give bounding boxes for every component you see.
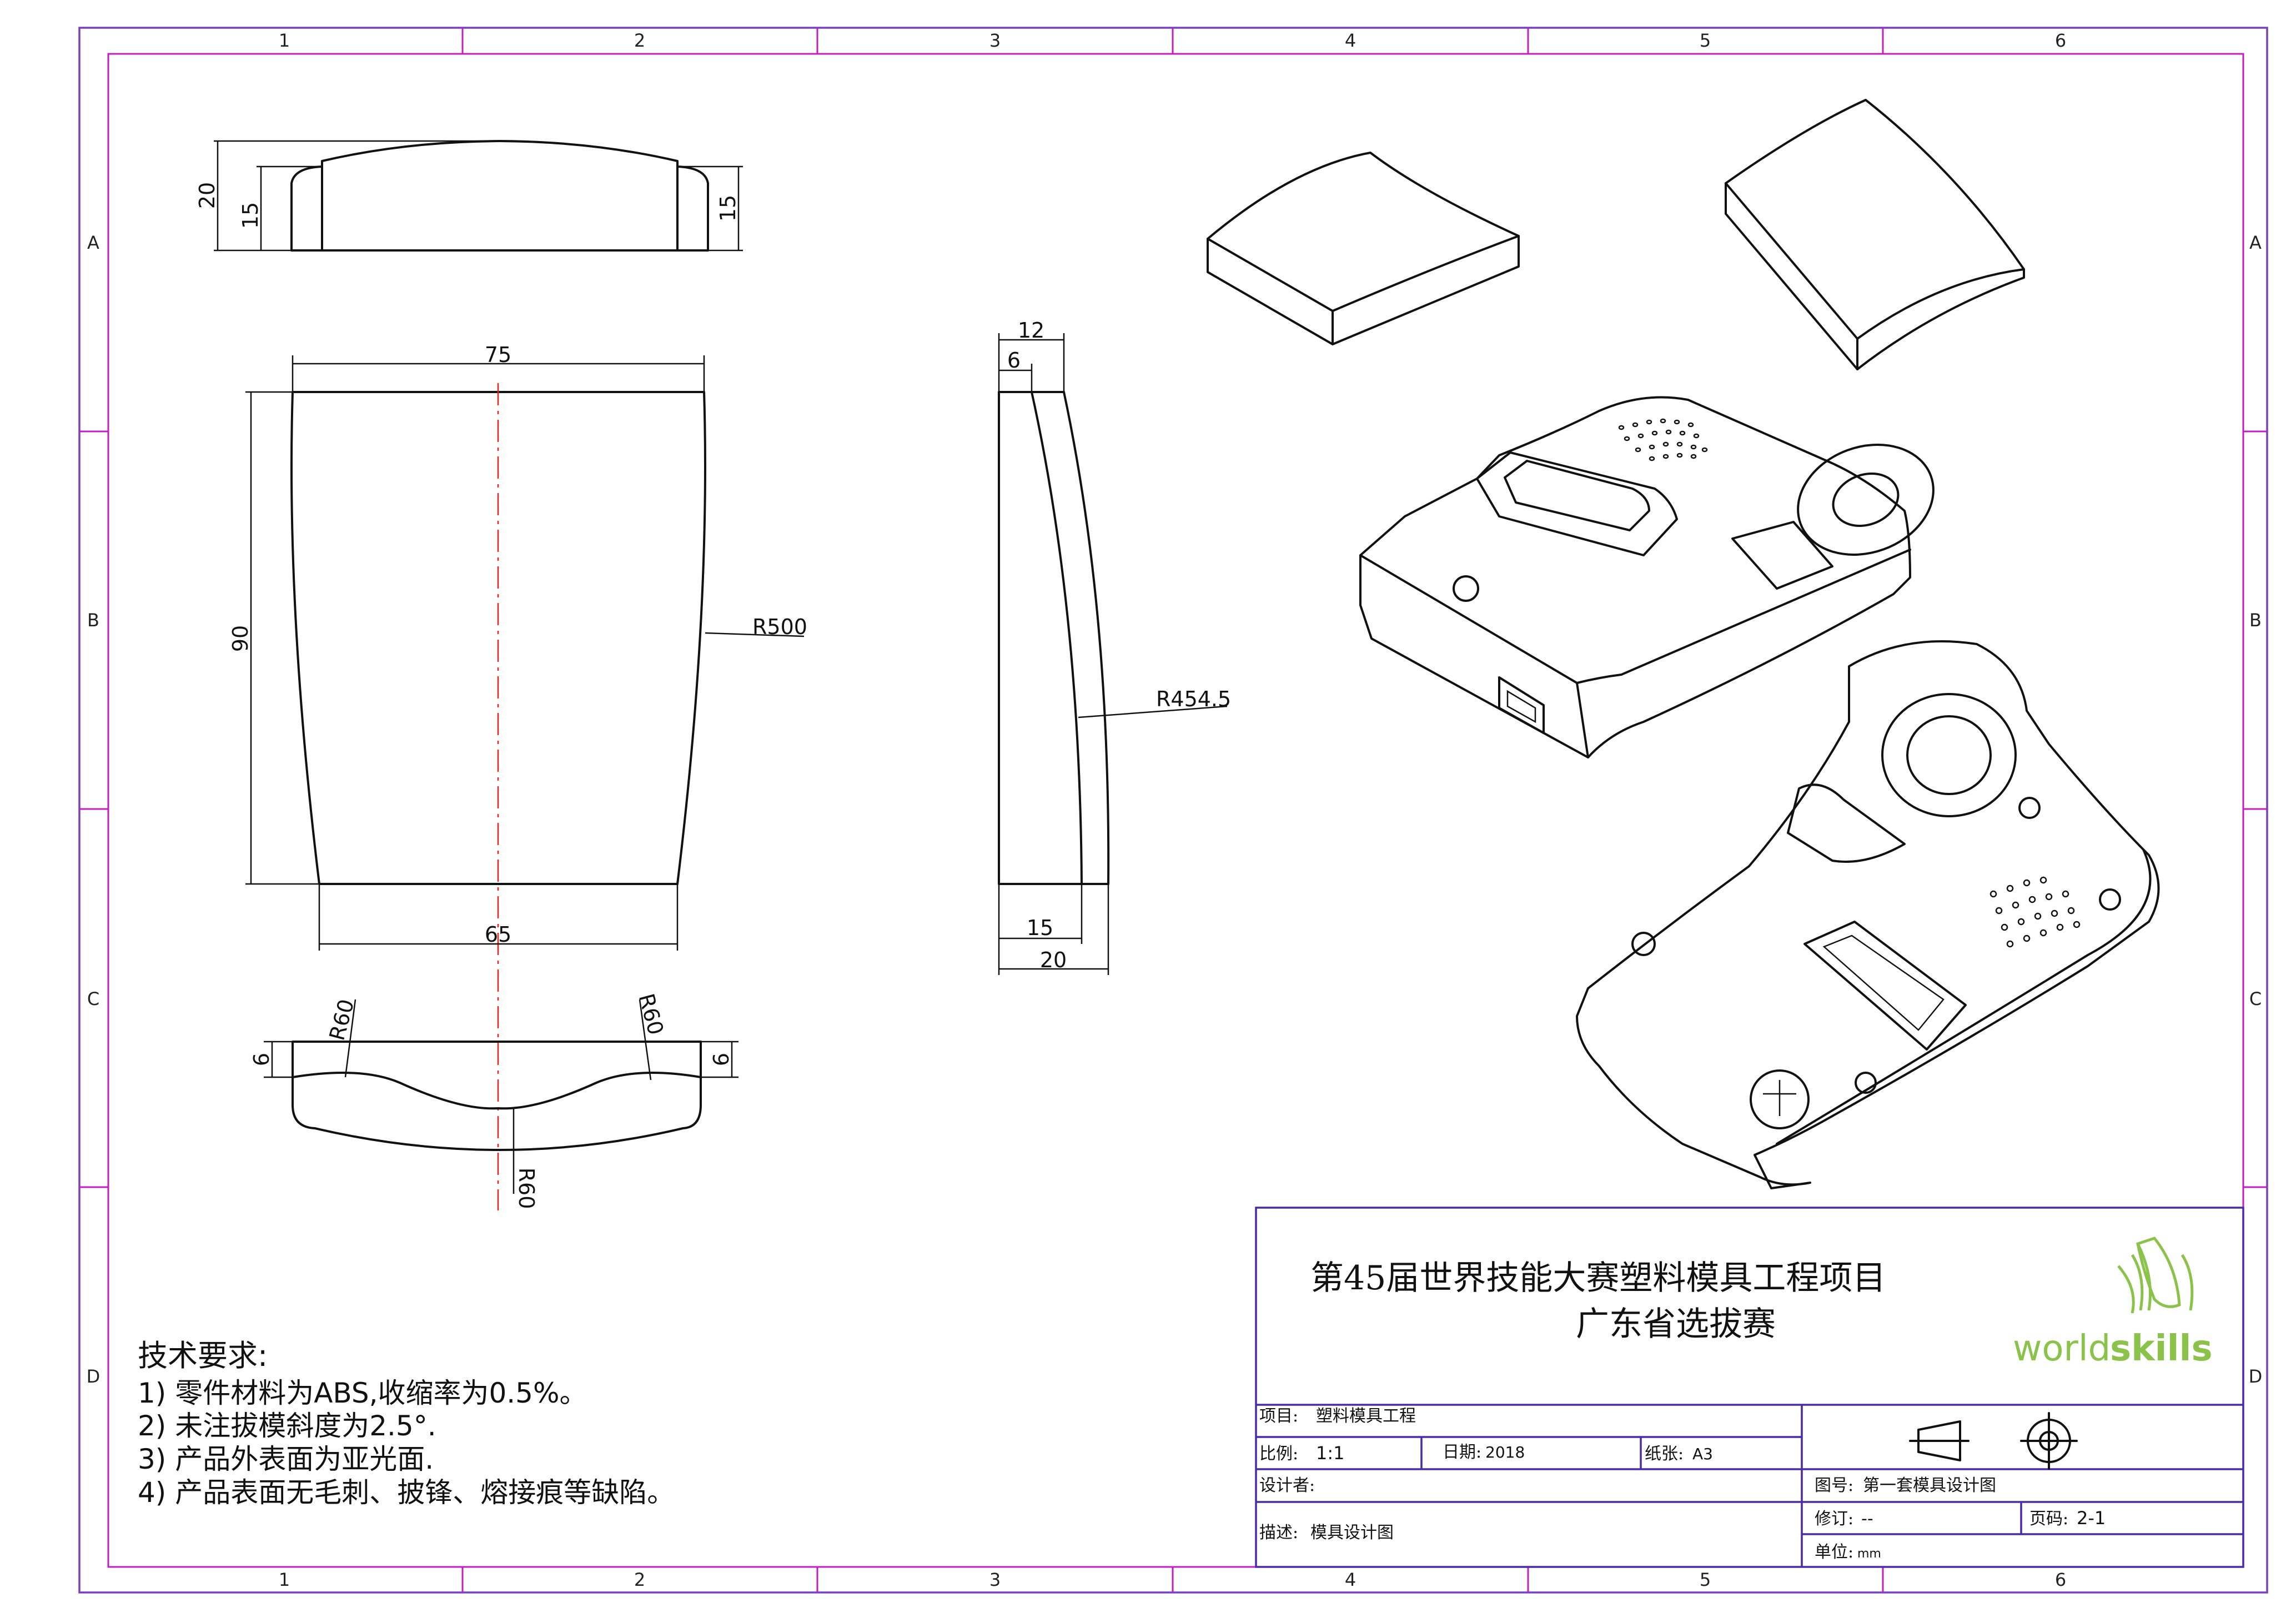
isometric-upper-housing: [1576, 640, 2160, 1189]
title-line-1: 第45届世界技能大赛塑料模具工程项目: [1310, 1259, 1886, 1298]
zone-col-6-top: 6: [2055, 30, 2066, 51]
zone-row-a-left: A: [87, 232, 99, 253]
dim-front-side-radius: R500: [752, 615, 807, 639]
dim-bottom-center-radius: R60: [514, 1168, 539, 1209]
zone-labels: 1 2 3 4 5 6 1 2 3 4 5 6 A B C D A B C D: [87, 30, 2263, 1590]
dim-top-overall-height: 20: [195, 182, 219, 209]
zone-col-2-top: 2: [634, 30, 645, 51]
dim-front-height: 90: [228, 625, 253, 652]
zone-row-d-right: D: [2249, 1366, 2263, 1387]
page-label: 页码:: [2029, 1509, 2068, 1529]
description-value: 模具设计图: [1310, 1523, 1394, 1542]
zone-row-c-left: C: [87, 988, 99, 1009]
dim-bottom-left-edge: 6: [249, 1053, 274, 1066]
drawing-no-label: 图号:: [1815, 1476, 1853, 1495]
dim-top-left-shoulder: 15: [238, 202, 263, 229]
isometric-cover-left: [1207, 152, 1520, 345]
description-label: 描述:: [1259, 1523, 1298, 1542]
designer-label: 设计者:: [1259, 1476, 1315, 1495]
dim-front-bottom-width: 65: [485, 922, 511, 947]
title-block: 第45届世界技能大赛塑料模具工程项目 广东省选拔赛 world skills 项…: [1255, 1207, 2244, 1568]
drawing-no-value: 第一套模具设计图: [1863, 1476, 1996, 1495]
zone-row-b-right: B: [2249, 610, 2262, 631]
project-value: 塑料模具工程: [1316, 1406, 1416, 1426]
project-label: 项目:: [1259, 1406, 1298, 1426]
paper-value: A3: [1692, 1445, 1713, 1463]
unit-label: 单位:: [1815, 1542, 1853, 1562]
dim-bottom-right-edge: 6: [709, 1053, 733, 1066]
scale-label: 比例:: [1259, 1444, 1298, 1464]
side-view: 12 6 R454.5 15 20: [998, 318, 1231, 975]
bottom-view: R60 R60 R60 6 6: [249, 991, 738, 1209]
dim-side-bottom-inner: 15: [1027, 916, 1053, 940]
zone-col-3-bottom: 3: [989, 1569, 1001, 1590]
revision-label: 修订:: [1815, 1509, 1853, 1529]
note-item-1: 1) 零件材料为ABS,收缩率为0.5%。: [138, 1377, 587, 1409]
speaker-grille-upper: [1618, 418, 1708, 461]
zone-row-b-left: B: [87, 610, 99, 631]
zone-col-5-bottom: 5: [1700, 1569, 1711, 1590]
worldskills-logo: world skills: [2013, 1237, 2213, 1369]
note-item-2: 2) 未注拔模斜度为2.5°.: [138, 1410, 436, 1442]
revision-value: --: [1861, 1509, 1873, 1529]
page-value: 2-1: [2077, 1508, 2106, 1529]
sheet-border: [78, 27, 2268, 1594]
dim-top-right-shoulder: 15: [716, 195, 740, 222]
title-line-2: 广东省选拔赛: [1576, 1305, 1776, 1344]
note-item-4: 4) 产品表面无毛刺、披锋、熔接痕等缺陷。: [138, 1476, 675, 1509]
zone-row-a-right: A: [2249, 232, 2262, 253]
isometric-lower-housing: [1359, 396, 1935, 758]
zone-col-2-bottom: 2: [634, 1569, 645, 1590]
notes-title: 技术要求:: [138, 1338, 268, 1373]
dim-bottom-right-radius: R60: [634, 991, 669, 1038]
isometric-cover-right: [1725, 99, 2025, 370]
zone-col-1-bottom: 1: [279, 1569, 290, 1590]
speaker-grille-lower: [1989, 876, 2081, 948]
logo-skills-text: skills: [2110, 1328, 2213, 1369]
scale-value: 1:1: [1316, 1443, 1345, 1464]
unit-value: mm: [1857, 1547, 1881, 1561]
logo-world-text: world: [2013, 1328, 2111, 1369]
zone-col-3-top: 3: [989, 30, 1001, 51]
zone-row-c-right: C: [2249, 988, 2262, 1009]
front-view: 75 90 R500 65: [228, 343, 807, 1210]
dim-front-top-width: 75: [485, 343, 511, 367]
paper-label: 纸张:: [1645, 1444, 1684, 1464]
note-item-3: 3) 产品外表面为亚光面.: [138, 1443, 434, 1475]
zone-col-1-top: 1: [279, 30, 290, 51]
zone-col-4-top: 4: [1345, 30, 1356, 51]
zone-col-5-top: 5: [1700, 30, 1711, 51]
zone-col-4-bottom: 4: [1345, 1569, 1356, 1590]
top-view: 20 15 15: [195, 140, 743, 252]
zone-col-6-bottom: 6: [2055, 1569, 2066, 1590]
dim-side-bottom-total: 20: [1040, 948, 1067, 972]
projection-symbol: [1909, 1412, 2078, 1470]
dim-side-top-total: 12: [1018, 318, 1044, 343]
dim-side-top-inner: 6: [1007, 348, 1021, 373]
dim-side-curve-radius: R454.5: [1156, 687, 1231, 711]
date-label: 日期:: [1443, 1443, 1481, 1462]
dim-bottom-left-radius: R60: [325, 997, 359, 1043]
date-value: 2018: [1485, 1443, 1525, 1461]
zone-row-d-left: D: [87, 1366, 101, 1387]
technical-requirements: 技术要求: 1) 零件材料为ABS,收缩率为0.5%。 2) 未注拔模斜度为2.…: [138, 1338, 675, 1509]
